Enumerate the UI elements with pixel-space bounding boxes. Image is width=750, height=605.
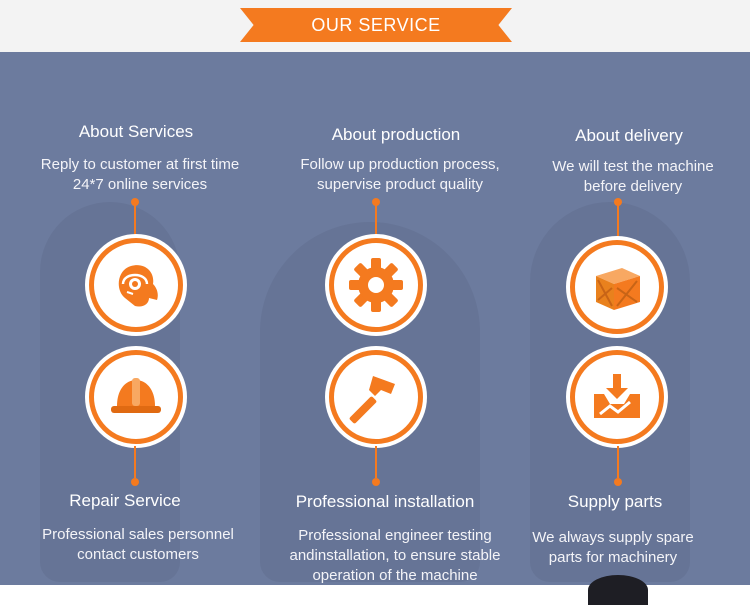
- download-tray-icon: [570, 350, 664, 444]
- desc-line: operation of the machine: [312, 567, 478, 584]
- connector-line: [617, 202, 619, 240]
- wooden-crate-icon: [570, 240, 664, 334]
- service-desc-about-delivery: We will test the machine before delivery: [503, 157, 750, 197]
- desc-line: Professional engineer testing: [298, 527, 492, 544]
- service-title-repair-service: Repair Service: [69, 491, 181, 510]
- hard-hat-icon: [89, 350, 183, 444]
- connector-line: [375, 202, 377, 240]
- hammer-icon: [329, 350, 423, 444]
- desc-line: before delivery: [583, 178, 683, 195]
- person-head-silhouette: [588, 575, 648, 605]
- section-title: OUR SERVICE: [311, 14, 441, 35]
- service-desc-supply-parts: We always supply spare parts for machine…: [483, 528, 743, 568]
- service-desc-professional-installation: Professional engineer testing andinstall…: [265, 526, 525, 586]
- connector-dot: [131, 478, 139, 486]
- connector-line: [617, 446, 619, 478]
- gear-icon: [329, 238, 423, 332]
- service-desc-about-production: Follow up production process, supervise …: [270, 155, 530, 195]
- desc-line: Professional sales personnel: [42, 526, 234, 543]
- headset-agent-icon: [89, 238, 183, 332]
- service-title-about-delivery: About delivery: [575, 126, 683, 145]
- desc-line: We will test the machine: [552, 158, 714, 175]
- service-desc-repair-service: Professional sales personnel contact cus…: [8, 525, 268, 565]
- desc-line: 24*7 online services: [72, 176, 208, 193]
- desc-line: We always supply spare: [532, 529, 694, 546]
- desc-line: supervise product quality: [317, 176, 483, 193]
- service-title-about-services: About Services: [78, 122, 194, 141]
- connector-line: [134, 202, 136, 240]
- section-ribbon: OUR SERVICE: [240, 8, 512, 42]
- desc-line: Follow up production process,: [300, 156, 500, 173]
- desc-line: parts for machinery: [548, 549, 678, 566]
- connector-dot: [372, 478, 380, 486]
- connector-line: [134, 446, 136, 478]
- connector-line: [375, 446, 377, 478]
- service-desc-about-services: Reply to customer at first time 24*7 onl…: [10, 155, 270, 195]
- desc-line: Reply to customer at first time: [40, 156, 240, 173]
- desc-line: contact customers: [77, 546, 199, 563]
- connector-dot: [614, 478, 622, 486]
- desc-line: andinstallation, to ensure stable: [289, 547, 501, 564]
- service-title-supply-parts: Supply parts: [567, 492, 663, 511]
- service-title-about-production: About production: [331, 125, 461, 144]
- service-title-professional-installation: Professional installation: [295, 492, 475, 511]
